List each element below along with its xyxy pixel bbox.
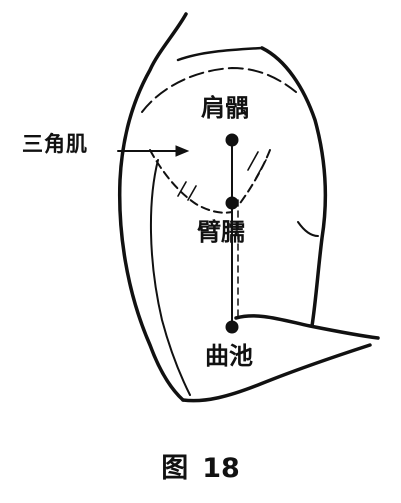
deltoid-muscle-label: 三角肌 [22,133,88,154]
deltoid-outline-left [150,150,232,213]
shoulder-top-contour [178,48,262,60]
binao-point-marker [226,197,238,209]
jianyu-point-label: 肩髃 [201,96,249,120]
quchi-point-marker [226,321,238,333]
jianyu-point-marker [226,134,238,146]
binao-point-label: 臂臑 [197,220,245,244]
forearm-top-contour [236,316,378,338]
biceps-mark [298,222,318,236]
deltoid-pointer-arrow [176,146,188,156]
quchi-point-label: 曲池 [205,344,253,368]
arm-back-contour [120,14,186,400]
deltoid-hatch [178,152,266,200]
figure-caption: 图 18 [0,446,401,485]
figure-caption-number: 18 [202,453,240,484]
figure-caption-prefix: 图 [161,453,188,484]
